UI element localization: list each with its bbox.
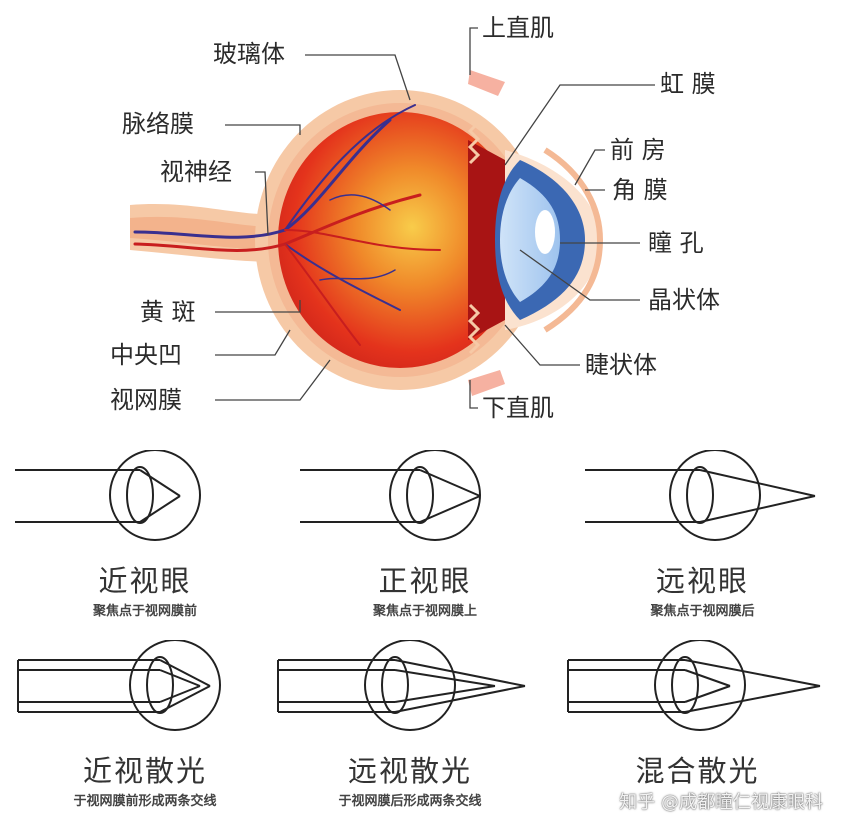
blood-vessels (133, 104, 441, 346)
emmetropia-title: 正视眼 (378, 564, 472, 598)
label-vitreous: 玻璃体 (213, 40, 285, 68)
label-superior-rectus: 上直肌 (482, 14, 554, 42)
ciliary-teeth-top (467, 113, 481, 165)
hyperopic-astigmatism-title: 远视散光 (347, 754, 472, 788)
label-anterior-chamber: 前 房 (610, 136, 666, 164)
watermark: 知乎 @成都瞳仁视康眼科 (619, 792, 823, 813)
panel-mixed-astigmatism: 混合散光 (560, 640, 835, 815)
label-ciliary-body: 睫状体 (585, 351, 657, 379)
panel-myopic-astigmatism: 近视散光 于视网膜前形成两条交线 (10, 640, 280, 815)
ciliary-region (468, 140, 505, 340)
label-retina: 视网膜 (110, 386, 182, 414)
myopic-astigmatism-subtitle: 于视网膜前形成两条交线 (73, 794, 217, 809)
superior-rectus-muscle (468, 70, 505, 96)
panel-hyperopic-astigmatism: 远视散光 于视网膜后形成两条交线 (270, 640, 550, 815)
label-macula: 黄 斑 (140, 298, 196, 326)
label-pupil: 瞳 孔 (648, 229, 704, 257)
hyperopic-astigmatism-diagram (277, 640, 526, 731)
panel-myopia: 近视眼 聚焦点于视网膜前 (10, 450, 280, 625)
hyperopia-title: 远视眼 (655, 564, 749, 598)
label-choroid: 脉络膜 (122, 110, 194, 138)
myopic-astigmatism-title: 近视散光 (82, 754, 207, 788)
inferior-rectus-muscle (468, 370, 505, 396)
myopia-title: 近视眼 (98, 564, 192, 598)
emmetropia-diagram (300, 450, 481, 541)
panel-hyperopia: 远视眼 聚焦点于视网膜后 (570, 450, 835, 625)
eye-anatomy-diagram (130, 27, 655, 409)
label-optic-nerve: 视神经 (160, 158, 232, 186)
label-cornea: 角 膜 (612, 176, 668, 204)
label-lens: 晶状体 (648, 286, 720, 314)
cornea (543, 147, 604, 333)
myopia-diagram (15, 450, 201, 541)
hyperopia-diagram (585, 450, 816, 541)
mixed-astigmatism-title: 混合散光 (635, 754, 760, 788)
optic-nerve-core (130, 216, 282, 250)
myopic-astigmatism-diagram (17, 640, 221, 731)
leader-lines (215, 27, 655, 409)
pupil (535, 210, 555, 254)
lens (500, 178, 560, 302)
label-iris: 虹 膜 (660, 70, 716, 98)
panel-emmetropia: 正视眼 聚焦点于视网膜上 (290, 450, 560, 625)
emmetropia-subtitle: 聚焦点于视网膜上 (372, 604, 477, 619)
hyperopia-subtitle: 聚焦点于视网膜后 (650, 604, 755, 619)
myopia-subtitle: 聚焦点于视网膜前 (92, 604, 197, 619)
mixed-astigmatism-diagram (567, 640, 821, 731)
ciliary-teeth-bottom (467, 303, 481, 355)
label-fovea: 中央凹 (110, 341, 182, 369)
hyperopic-astigmatism-subtitle: 于视网膜后形成两条交线 (338, 794, 482, 809)
label-inferior-rectus: 下直肌 (482, 394, 554, 422)
